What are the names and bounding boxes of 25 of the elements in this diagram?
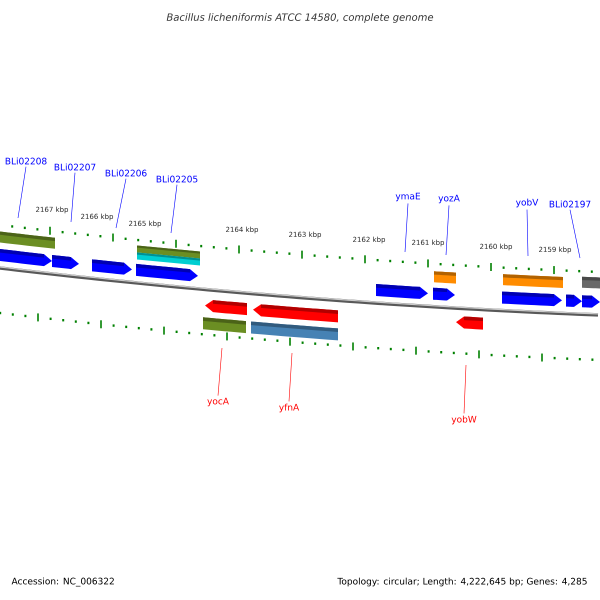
leader-line [288,352,292,402]
leader-line [170,184,178,234]
gene-label: BLi02205 [156,176,198,182]
leader-line [570,209,580,258]
leader-line [446,205,450,256]
leader-line [218,348,222,396]
gene-label: yfnA [279,404,300,412]
genome-info-text: Topology: circular; Length: 4,222,645 bp; Genes: 4,285 [337,578,587,586]
leader-line [116,178,126,228]
gene-label: BLi02208 [6,158,47,164]
accession-text: Accession: NC_006322 [12,578,114,586]
gene-label: yozA [438,194,460,204]
map-title: Bacillus licheniformis ATCC 14580, complete genome [166,13,434,23]
leader-line [404,203,408,252]
leader-line [18,166,26,218]
gene-label: yocA [207,398,229,406]
gene-label: BLi02197 [550,200,590,208]
gene-label: BLi02206 [106,170,147,176]
leader-line [464,364,466,414]
leader-line [70,172,76,222]
gene-label: BLi02207 [54,164,96,170]
gene-label: yobW [452,416,476,424]
gene-label: ymaE [396,192,420,202]
gene-label: yobV [516,198,538,208]
leader-line [526,209,528,256]
